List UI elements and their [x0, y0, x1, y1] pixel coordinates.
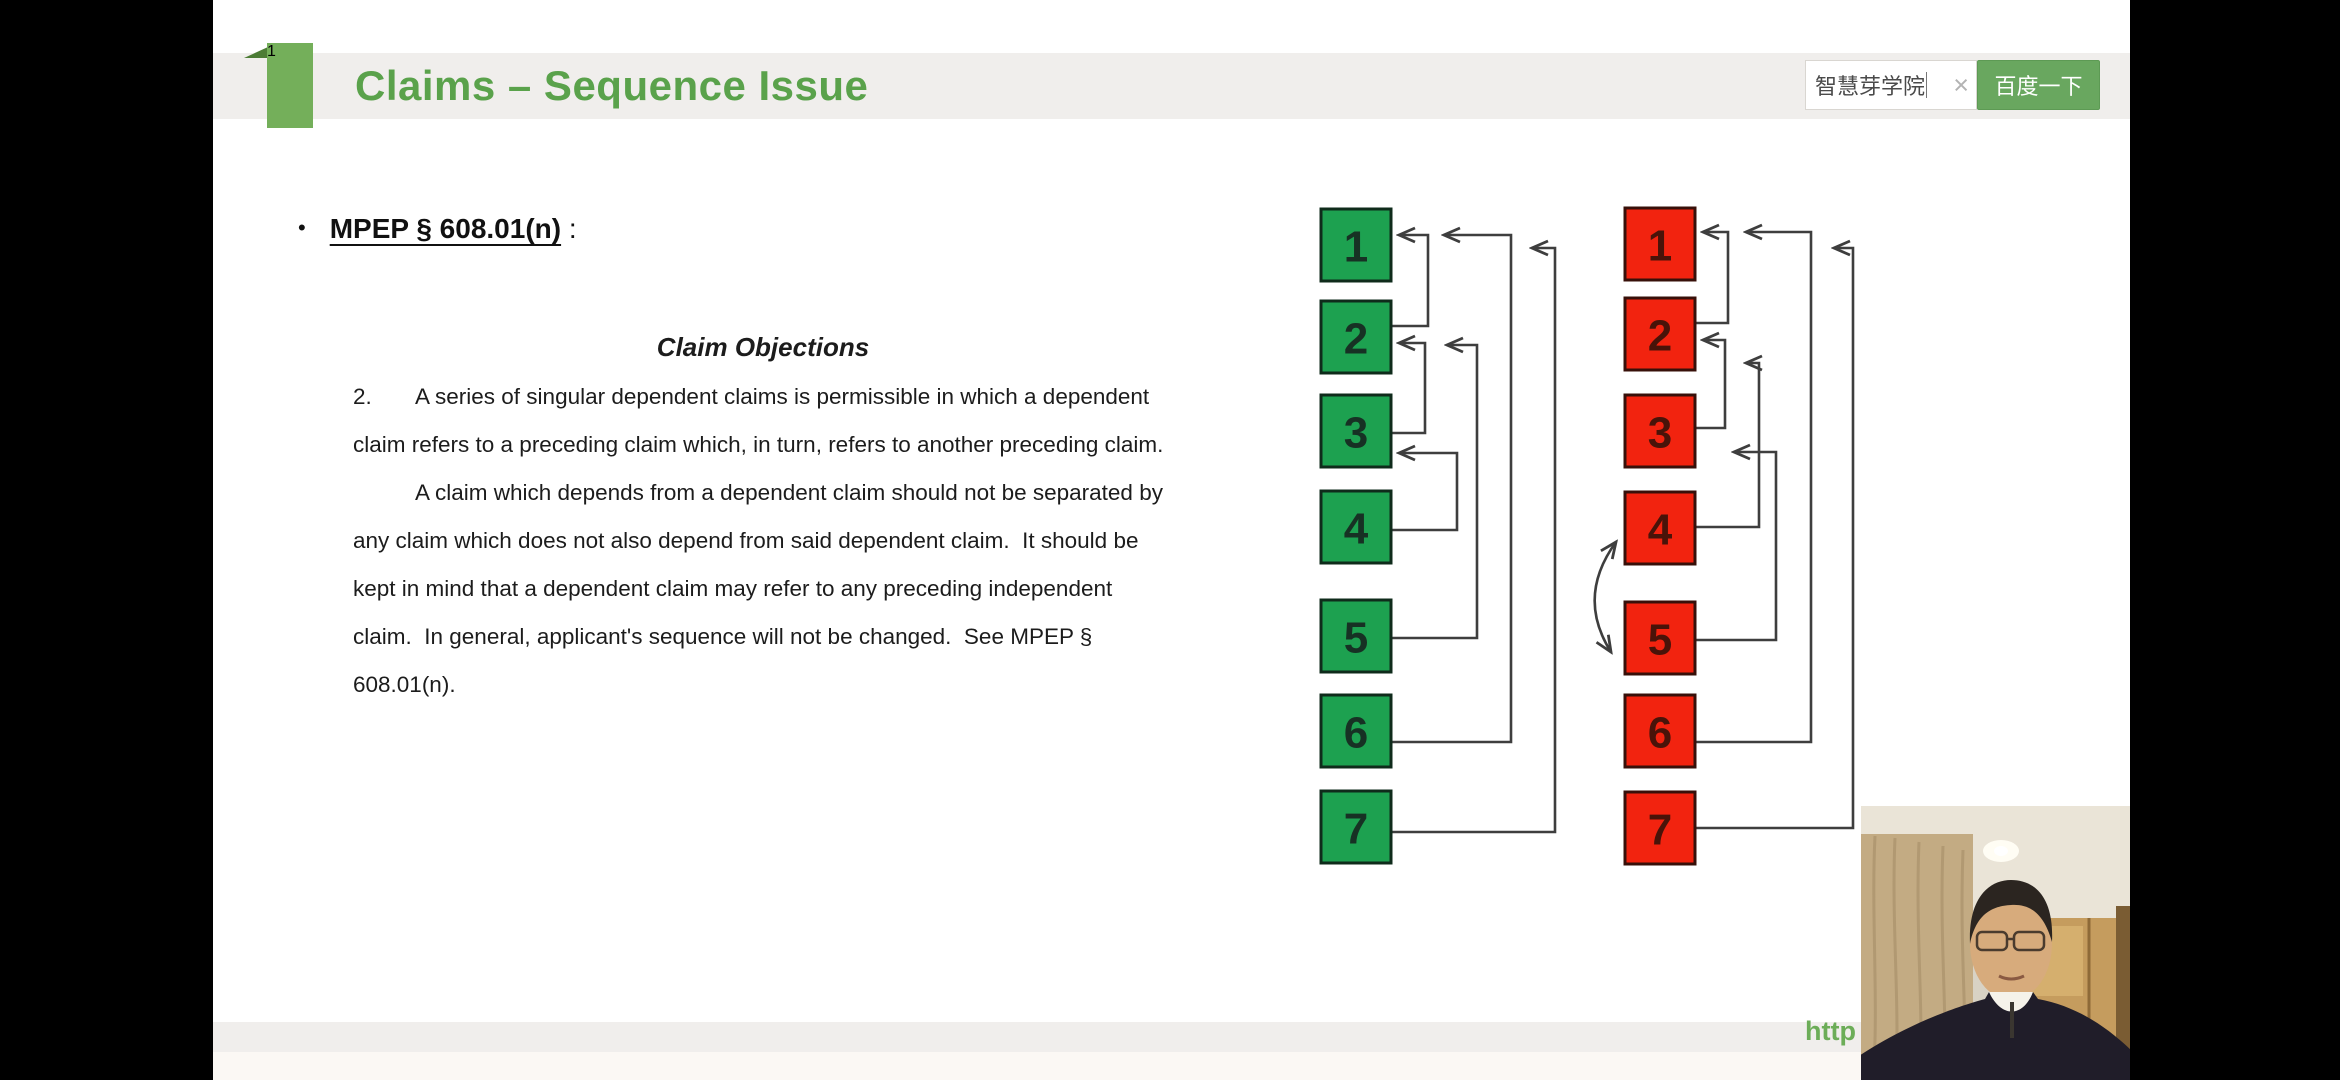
presenter-sweater — [1861, 992, 2130, 1080]
bullet-icon: • — [298, 215, 306, 240]
arrow-green-claim2-to-claim1 — [1391, 235, 1430, 328]
claim-box-label: 4 — [1344, 505, 1369, 554]
mpep-reference: MPEP § 608.01(n) — [329, 213, 562, 244]
slide: 1 Claims – Sequence Issue 智慧芽学院 × 百度一下 •… — [213, 0, 2130, 1080]
wood-column — [2116, 906, 2130, 1080]
claim-box-red-4 — [1623, 490, 1697, 566]
footer-strip — [213, 1052, 2130, 1080]
badge-fold-icon — [244, 47, 268, 58]
claim-box-label: 2 — [1648, 312, 1672, 361]
claim-box-label: 6 — [1344, 709, 1368, 758]
curtain-folds — [1871, 835, 1967, 1080]
arrow-green-claim7-to-claim1 — [1391, 248, 1557, 834]
mpep-suffix: : — [561, 213, 577, 244]
arrow-green-claim5-to-claim2 — [1391, 345, 1479, 640]
glasses-right-lens — [2012, 930, 2046, 952]
excerpt-paragraph-2: A claim which depends from a dependent c… — [353, 480, 1170, 697]
claim-box-red-2 — [1623, 296, 1697, 372]
claim-box-green-4 — [1319, 489, 1393, 565]
claim-box-green-7 — [1319, 789, 1393, 865]
footer-url-text: http — [1805, 1016, 1856, 1046]
ceiling-light-core — [1994, 846, 2008, 856]
claim-box-green-1 — [1319, 207, 1393, 283]
arrow-green-claim3-to-claim2 — [1391, 343, 1427, 435]
claim-objections-heading: Claim Objections — [656, 332, 870, 362]
claim-box-label: 7 — [1344, 805, 1368, 854]
mpep-excerpt: Claim Objections 2.A series of singular … — [353, 332, 1173, 709]
page-title: Claims – Sequence Issue — [355, 62, 869, 109]
arrow-red-claim3-to-claim2 — [1695, 340, 1727, 430]
claim-box-label: 3 — [1648, 409, 1672, 458]
arrow-red-claim6-to-claim1 — [1695, 232, 1813, 744]
excerpt-paragraph-1: 2.A series of singular dependent claims … — [353, 373, 1173, 469]
claim-box-label: 3 — [1344, 409, 1368, 458]
claim-box-red-1 — [1623, 206, 1697, 282]
presenter-mouth — [1998, 974, 2025, 981]
search-query-text: 智慧芽学院 — [1815, 74, 1926, 99]
arrow-green-claim4-to-claim3 — [1391, 453, 1459, 532]
arrow-red-claim4-to-claim2 — [1695, 363, 1759, 529]
swap-claims-4-5-arrow — [1593, 542, 1616, 652]
claim-box-green-5 — [1319, 598, 1393, 674]
claim-box-label: 4 — [1648, 506, 1673, 555]
footer-band — [213, 1022, 2130, 1052]
presenter-video — [1861, 806, 2130, 1080]
section-number-badge: 1 — [267, 43, 313, 128]
paragraph-1-text: A series of singular dependent claims is… — [353, 384, 1164, 457]
search-input[interactable]: 智慧芽学院 × — [1805, 60, 1977, 110]
webcam-overlay — [1861, 806, 2130, 1080]
claim-dependency-diagram: 1 2 3 4 5 6 7 1 2 3 4 5 6 7 — [1319, 206, 1855, 866]
claim-box-label: 6 — [1648, 709, 1672, 758]
arrow-red-claim2-to-claim1 — [1695, 232, 1730, 325]
clear-icon[interactable]: × — [1953, 70, 1969, 100]
text-cursor — [1926, 72, 1928, 98]
claim-box-label: 5 — [1344, 614, 1368, 663]
presenter-hair — [1969, 880, 2053, 944]
presenter-face — [1970, 888, 2052, 1000]
claim-box-red-6 — [1623, 693, 1697, 769]
claim-box-red-3 — [1623, 393, 1697, 469]
claim-box-green-6 — [1319, 693, 1393, 769]
claim-box-label: 2 — [1344, 315, 1368, 364]
claim-box-green-3 — [1319, 393, 1393, 469]
claim-box-label: 1 — [1648, 222, 1672, 271]
glasses-left-lens — [1975, 930, 2009, 952]
mpep-bullet-line: • MPEP § 608.01(n) : — [298, 213, 577, 245]
arrow-red-claim7-to-claim1 — [1695, 248, 1855, 830]
claim-box-red-7 — [1623, 790, 1697, 866]
claim-box-red-5 — [1623, 600, 1697, 676]
paragraph-number: 2. — [353, 384, 372, 409]
arrow-green-claim6-to-claim1 — [1391, 235, 1513, 744]
claim-box-label: 7 — [1648, 806, 1672, 855]
claim-box-label: 1 — [1344, 223, 1368, 272]
claim-box-label: 5 — [1648, 616, 1672, 665]
claim-box-green-2 — [1319, 299, 1393, 375]
arrow-red-claim5-to-claim3 — [1695, 452, 1778, 642]
baidu-search-button[interactable]: 百度一下 — [1977, 60, 2100, 110]
